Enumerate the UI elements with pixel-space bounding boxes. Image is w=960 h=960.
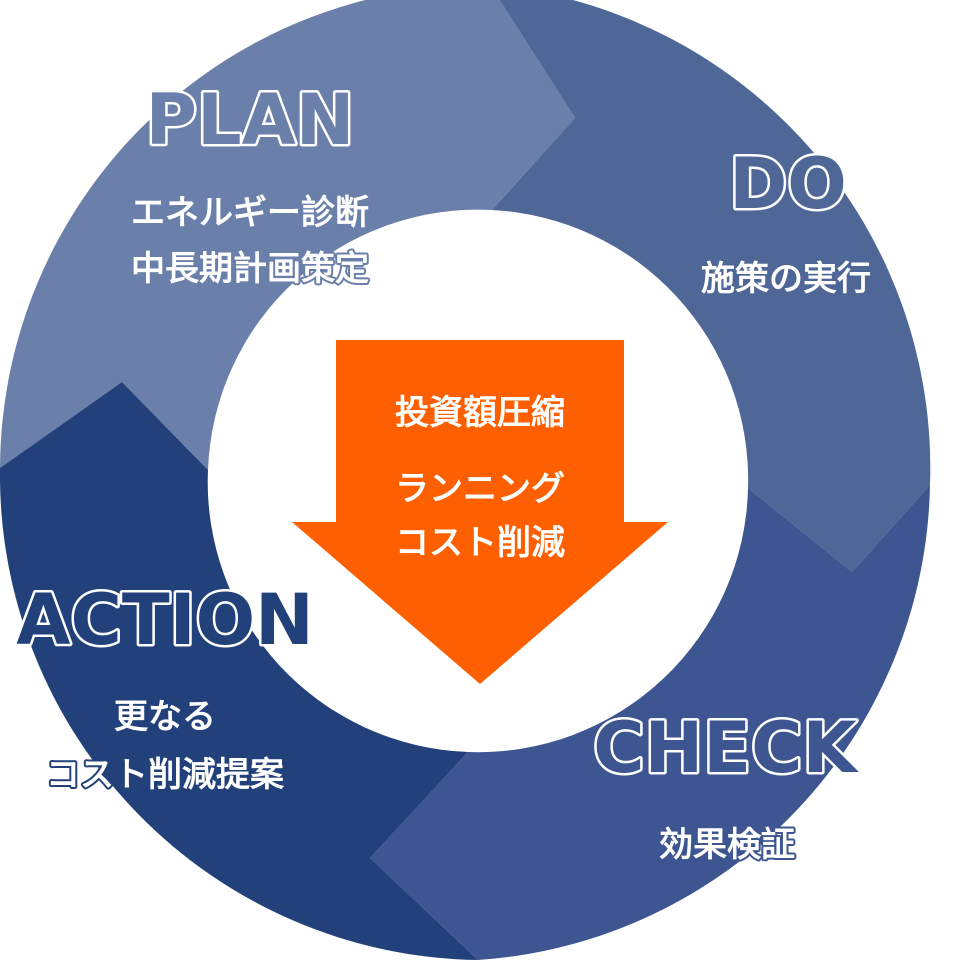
- do-title: DO: [729, 143, 847, 225]
- plan-desc-line-2: 中長期計画策定: [131, 249, 369, 289]
- action-labels: ACTION 更なる コスト削減提案: [14, 577, 316, 798]
- cycle-ring: [0, 0, 931, 960]
- check-segment: [370, 485, 930, 960]
- do-desc-line-1: 施策の実行: [701, 259, 871, 299]
- action-title: ACTION: [16, 579, 313, 661]
- center-line-2: ランニング: [395, 469, 565, 509]
- center-line-1: 投資額圧縮: [395, 393, 565, 433]
- action-desc-line-2: コスト削減提案: [46, 755, 285, 795]
- plan-title: PLAN: [146, 79, 355, 161]
- do-labels: DO 施策の実行: [699, 141, 873, 302]
- plan-desc-line-1: エネルギー診断: [131, 193, 369, 233]
- check-labels: CHECK 効果検証: [591, 705, 862, 868]
- check-title: CHECK: [593, 707, 859, 789]
- center-arrow: 投資額圧縮 ランニング コスト削減: [292, 340, 668, 684]
- plan-segment: [0, 0, 575, 470]
- action-desc-line-1: 更なる: [114, 697, 216, 737]
- down-arrow-icon: [292, 340, 668, 684]
- do-segment: [492, 0, 931, 572]
- check-desc-line-1: 効果検証: [659, 825, 795, 865]
- plan-labels: PLAN エネルギー診断 中長期計画策定: [129, 77, 371, 292]
- action-segment: [0, 382, 478, 960]
- center-line-3: コスト削減: [395, 523, 565, 563]
